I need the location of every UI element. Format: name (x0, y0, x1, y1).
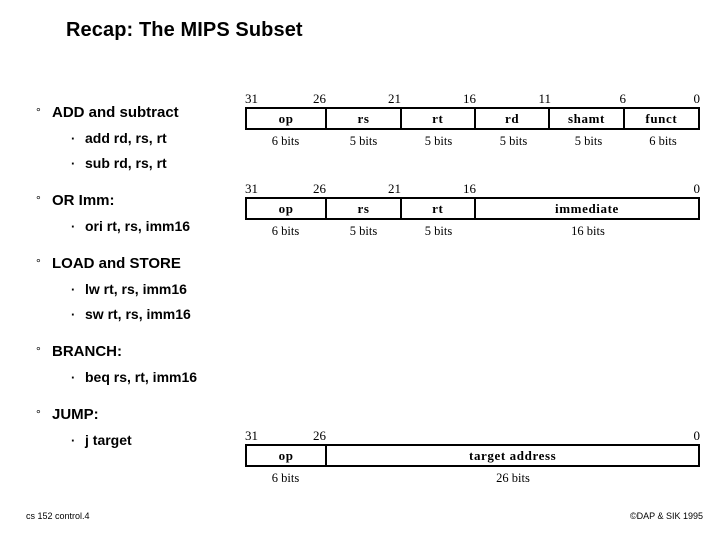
spacer (34, 390, 274, 402)
sub-bullet-marker-icon: · (71, 131, 76, 146)
bit-label: 31 (245, 181, 258, 196)
bullet-sub-instruction: · sub rd, rs, rt (34, 151, 274, 176)
format-field-row: op target address (245, 444, 700, 467)
width-label: 5 bits (574, 134, 603, 148)
field-rt: rt (402, 199, 476, 218)
bit-position-labels: 31 26 0 (245, 428, 700, 444)
field-target-address: target address (469, 447, 557, 463)
page-title: Recap: The MIPS Subset (66, 19, 303, 41)
sub-bullet-label: beq rs, rt, imm16 (85, 369, 198, 385)
sub-bullet-label: sub rd, rs, rt (85, 155, 167, 171)
spacer (34, 239, 274, 251)
footer-copyright-label: ©DAP & SIK 1995 (629, 511, 703, 521)
bit-label: 26 (313, 181, 326, 196)
format-field-row: op rs rt immediate (245, 197, 700, 220)
sub-bullet-marker-icon: · (71, 156, 76, 171)
sub-bullet-label: add rd, rs, rt (85, 130, 167, 146)
bullet-label: ADD and subtract (52, 104, 179, 121)
width-label: 5 bits (424, 224, 453, 238)
sub-bullet-marker-icon: · (71, 433, 76, 448)
spacer (34, 176, 274, 188)
bullet-marker-icon: ° (36, 105, 41, 119)
footer-course-label: cs 152 control.4 (26, 511, 90, 521)
bit-label: 0 (693, 91, 701, 106)
width-label: 16 bits (571, 224, 605, 238)
bit-label: 6 (619, 91, 627, 106)
field-width-labels: 6 bits 5 bits 5 bits 16 bits (245, 220, 700, 240)
instruction-format-r-type: 31 26 21 16 11 6 0 op rs rt rd shamt fun… (245, 91, 700, 150)
field-op: op (247, 446, 328, 465)
bullet-jump: ° JUMP: (34, 402, 274, 428)
sub-bullet-marker-icon: · (71, 219, 76, 234)
bullet-lw-instruction: · lw rt, rs, imm16 (34, 277, 274, 302)
bit-position-labels: 31 26 21 16 11 6 0 (245, 91, 700, 107)
field-width-labels: 6 bits 5 bits 5 bits 5 bits 5 bits 6 bit… (245, 130, 700, 150)
width-label: 6 bits (271, 471, 300, 485)
bit-label: 0 (693, 428, 701, 443)
bullet-add-instruction: · add rd, rs, rt (34, 126, 274, 151)
width-label: 6 bits (649, 134, 677, 148)
bit-label: 16 (463, 181, 476, 196)
field-rt: rt (402, 109, 476, 128)
width-label: 5 bits (499, 134, 528, 148)
bullet-marker-icon: ° (36, 407, 41, 421)
bullet-list: ° ADD and subtract · add rd, rs, rt · su… (34, 100, 274, 453)
bullet-label: OR Imm: (52, 192, 115, 209)
field-op: op (247, 199, 328, 218)
bullet-branch: ° BRANCH: (34, 339, 274, 365)
bullet-marker-icon: ° (36, 344, 41, 358)
bit-label: 31 (245, 91, 258, 106)
bullet-j-instruction: · j target (34, 428, 274, 453)
sub-bullet-label: ori rt, rs, imm16 (85, 218, 191, 234)
bullet-beq-instruction: · beq rs, rt, imm16 (34, 365, 274, 390)
width-label: 5 bits (349, 134, 378, 148)
bullet-label: JUMP: (52, 406, 99, 423)
bullet-sw-instruction: · sw rt, rs, imm16 (34, 302, 274, 327)
field-width-labels: 6 bits 26 bits (245, 467, 700, 487)
field-rd: rd (476, 109, 551, 128)
spacer (34, 327, 274, 339)
bit-label: 31 (245, 428, 258, 443)
width-label: 6 bits (271, 224, 300, 238)
width-label: 5 bits (424, 134, 453, 148)
bit-label: 21 (388, 181, 401, 196)
bullet-load-store: ° LOAD and STORE (34, 251, 274, 277)
sub-bullet-marker-icon: · (71, 282, 76, 297)
width-label: 26 bits (496, 471, 530, 485)
instruction-format-j-type: 31 26 0 op target address 6 bits 26 bits (245, 428, 700, 487)
bit-label: 16 (463, 91, 476, 106)
bullet-marker-icon: ° (36, 193, 41, 207)
field-rs: rs (327, 109, 402, 128)
sub-bullet-label: lw rt, rs, imm16 (85, 281, 187, 297)
sub-bullet-marker-icon: · (71, 370, 76, 385)
field-funct: funct (645, 110, 678, 126)
bullet-add-subtract: ° ADD and subtract (34, 100, 274, 126)
field-op: op (247, 109, 328, 128)
bullet-label: LOAD and STORE (52, 255, 181, 272)
bullet-ori-instruction: · ori rt, rs, imm16 (34, 214, 274, 239)
bit-position-labels: 31 26 21 16 0 (245, 181, 700, 197)
width-label: 5 bits (349, 224, 378, 238)
format-field-row: op rs rt rd shamt funct (245, 107, 700, 130)
bit-label: 26 (313, 428, 326, 443)
field-shamt: shamt (550, 109, 625, 128)
field-immediate: immediate (555, 200, 619, 216)
sub-bullet-label: sw rt, rs, imm16 (85, 306, 191, 322)
bit-label: 11 (538, 91, 551, 106)
field-rs: rs (327, 199, 402, 218)
bullet-or-imm: ° OR Imm: (34, 188, 274, 214)
bullet-marker-icon: ° (36, 256, 41, 270)
sub-bullet-marker-icon: · (71, 307, 76, 322)
bit-label: 0 (693, 181, 701, 196)
width-label: 6 bits (271, 134, 300, 148)
bullet-label: BRANCH: (52, 343, 122, 360)
sub-bullet-label: j target (85, 432, 132, 448)
bit-label: 21 (388, 91, 401, 106)
instruction-format-i-type: 31 26 21 16 0 op rs rt immediate 6 bits … (245, 181, 700, 240)
bit-label: 26 (313, 91, 326, 106)
